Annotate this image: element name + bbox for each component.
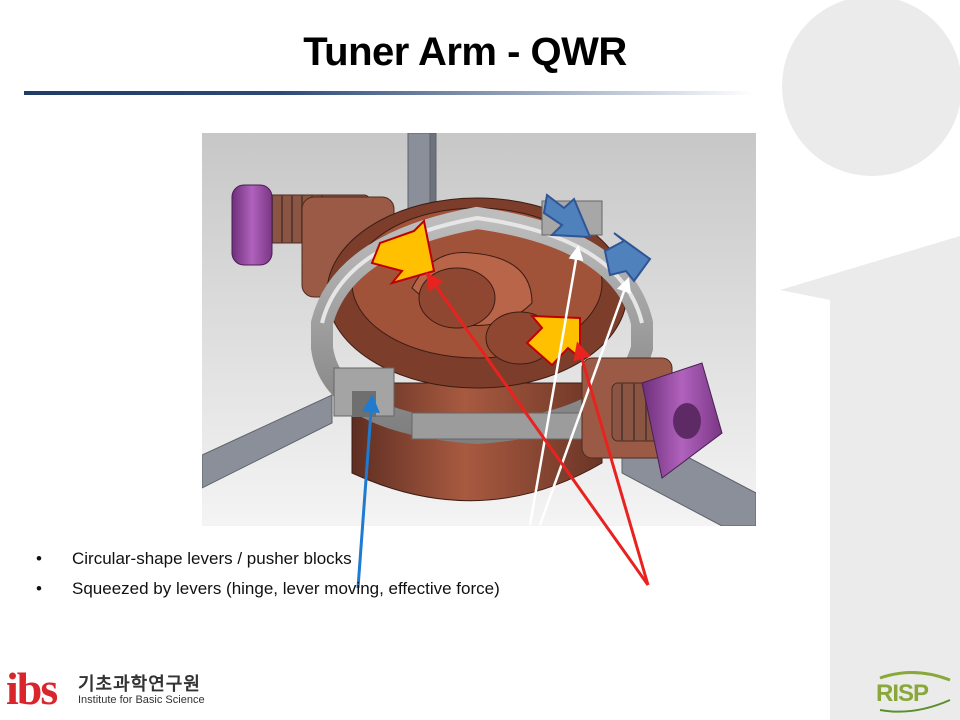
background-circle (782, 0, 960, 176)
background-stem (780, 236, 960, 720)
blue-force-arrow-upper (542, 193, 592, 239)
bullet-item: • Circular-shape levers / pusher blocks (36, 547, 500, 577)
ibs-logo: ibs 기초과학연구원 Institute for Basic Science (6, 664, 226, 716)
risp-swoosh-icon (879, 670, 951, 713)
tuner-assembly-figure (202, 133, 756, 526)
bullet-list: • Circular-shape levers / pusher blocks … (36, 547, 500, 607)
ibs-logo-mark: ibs (6, 663, 58, 714)
bullet-text: Squeezed by levers (hinge, lever moving,… (72, 579, 500, 598)
bullet-marker: • (36, 579, 42, 598)
bullet-marker: • (36, 549, 42, 568)
bullet-text: Circular-shape levers / pusher blocks (72, 549, 352, 568)
risp-logo: RISP (874, 670, 954, 714)
ibs-logo-korean: 기초과학연구원 (78, 674, 201, 695)
yellow-force-arrow-left (370, 218, 436, 285)
ibs-logo-english: Institute for Basic Science (78, 694, 205, 706)
blue-block-arrows (542, 193, 652, 283)
risp-logo-text: RISP (876, 680, 929, 707)
bullet-item: • Squeezed by levers (hinge, lever movin… (36, 577, 500, 607)
slide-title: Tuner Arm - QWR (303, 30, 627, 74)
title-underline (24, 91, 754, 95)
